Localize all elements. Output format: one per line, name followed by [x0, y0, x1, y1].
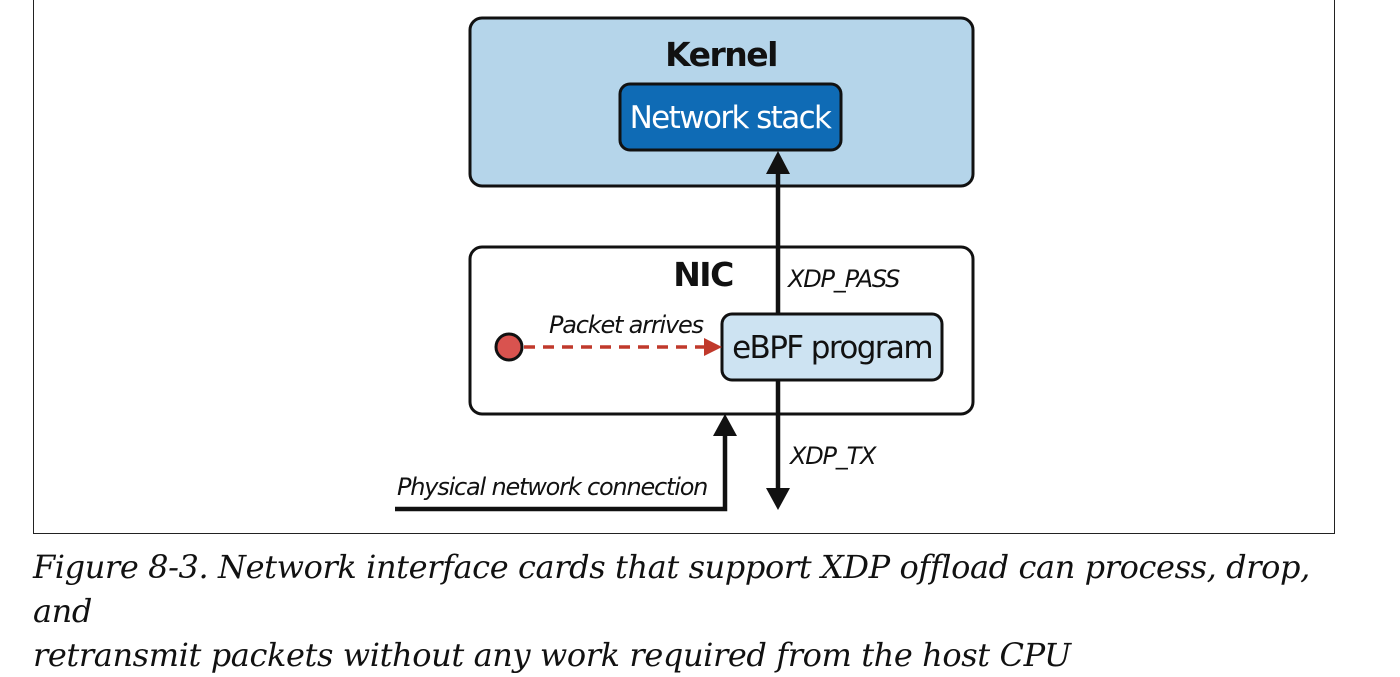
physical-connection-arrowhead	[713, 414, 737, 436]
xdp-pass-label: XDP_PASS	[786, 265, 900, 293]
xdp-offload-diagram: Kernel Network stack NIC XDP_PASS eBPF p…	[395, 16, 975, 512]
kernel-title: Kernel	[665, 35, 777, 74]
physical-connection-line	[395, 432, 728, 512]
nic-title: NIC	[673, 255, 733, 294]
packet-arrives-arrowhead	[704, 338, 722, 356]
network-stack-box	[618, 82, 843, 152]
ebpf-program-label: eBPF program	[732, 330, 932, 366]
caption-line-2: retransmit packets without any work requ…	[33, 636, 1071, 674]
xdp-tx-arrowhead	[766, 488, 790, 510]
xdp-tx-label: XDP_TX	[788, 442, 877, 470]
figure-caption: Figure 8-3. Network interface cards that…	[33, 545, 1373, 677]
xdp-pass-arrowhead	[766, 151, 790, 174]
physical-connection-label: Physical network connection	[397, 473, 707, 501]
packet-arrives-label: Packet arrives	[549, 311, 704, 339]
caption-line-1: Figure 8-3. Network interface cards that…	[33, 548, 1310, 630]
packet-dot	[494, 332, 524, 362]
network-stack-label: Network stack	[630, 100, 832, 136]
